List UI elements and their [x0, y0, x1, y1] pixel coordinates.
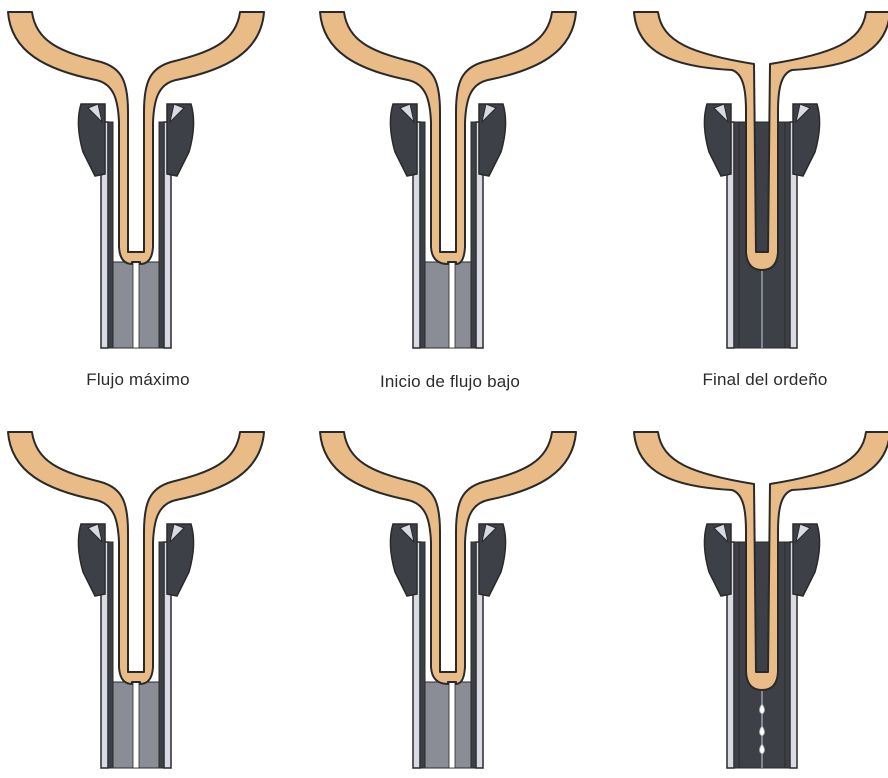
left-liner-wall	[420, 542, 425, 768]
left-liner-wall	[420, 122, 425, 348]
caption-flujo-maximo: Flujo máximo	[18, 370, 258, 390]
milk-channel	[449, 682, 455, 768]
teat-shape	[320, 12, 576, 264]
right-mouthpiece	[167, 104, 194, 176]
teat-shape	[320, 432, 576, 684]
left-mouthpiece	[78, 104, 105, 176]
caption-inicio-de-flujo-bajo: Inicio de flujo bajo	[330, 372, 570, 392]
left-mouthpiece	[78, 524, 105, 596]
panel-final-del-ordeno	[634, 12, 888, 348]
milk-channel	[133, 262, 139, 348]
milk-channel	[449, 262, 455, 348]
liner-barrel	[425, 262, 471, 348]
right-liner-wall	[159, 122, 164, 348]
right-mouthpiece	[793, 104, 820, 176]
liner-barrel	[425, 682, 471, 768]
milk-channel	[133, 682, 139, 768]
left-liner-wall	[108, 122, 113, 348]
left-mouthpiece	[390, 104, 417, 176]
panel-bottom-right	[634, 432, 888, 768]
left-mouthpiece	[704, 104, 731, 176]
right-mouthpiece	[479, 104, 506, 176]
left-liner-wall	[108, 542, 113, 768]
right-liner-wall	[471, 542, 476, 768]
right-mouthpiece	[167, 524, 194, 596]
right-liner-wall	[159, 542, 164, 768]
right-liner-wall	[785, 122, 790, 348]
teat-shape	[8, 12, 264, 264]
caption-final-del-ordeno: Final del ordeño	[645, 370, 885, 390]
left-liner-wall	[734, 542, 739, 768]
left-mouthpiece	[390, 524, 417, 596]
panel-flujo-maximo	[8, 12, 264, 348]
right-mouthpiece	[479, 524, 506, 596]
left-liner-wall	[734, 122, 739, 348]
right-mouthpiece	[793, 524, 820, 596]
right-liner-wall	[471, 122, 476, 348]
right-liner-wall	[785, 542, 790, 768]
panel-inicio-de-flujo-bajo	[320, 12, 576, 348]
panel-bottom-left	[8, 432, 264, 768]
teat-shape	[8, 432, 264, 684]
panel-bottom-center	[320, 432, 576, 768]
left-mouthpiece	[704, 524, 731, 596]
